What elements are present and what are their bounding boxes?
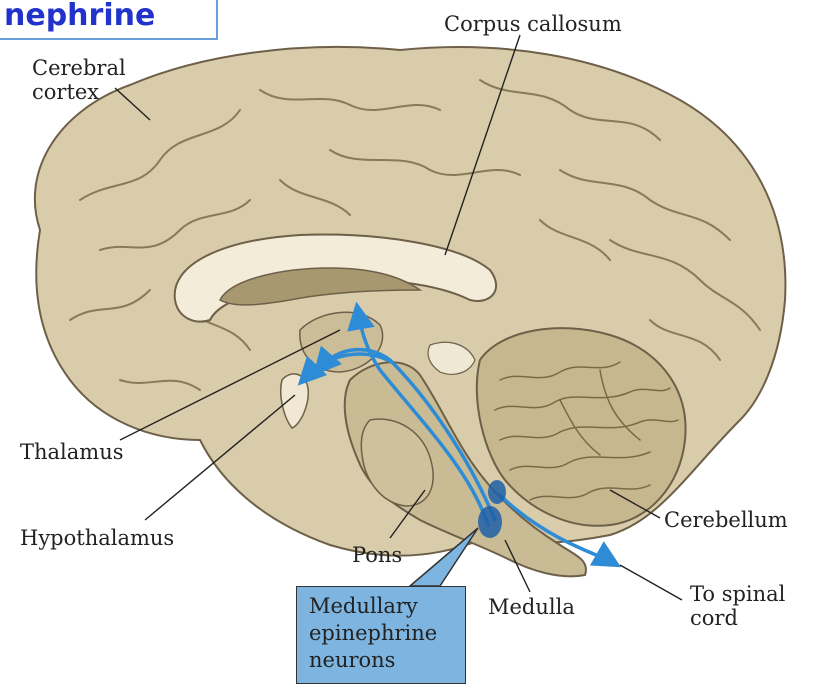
- title-fragment: nephrine: [0, 0, 218, 40]
- label-hypothalamus: Hypothalamus: [20, 526, 174, 550]
- label-to-spinal-cord-line2: cord: [690, 606, 785, 630]
- callout-line1: Medullary: [309, 593, 465, 620]
- title-fragment-text: nephrine: [4, 0, 155, 33]
- callout-line2: epinephrine: [309, 620, 465, 647]
- callout-medullary-neurons: Medullary epinephrine neurons: [296, 586, 466, 684]
- label-to-spinal-cord: To spinal cord: [690, 582, 785, 630]
- label-cerebral-cortex-line2: cortex: [32, 80, 126, 104]
- label-medulla: Medulla: [488, 595, 575, 619]
- label-corpus-callosum: Corpus callosum: [444, 12, 622, 36]
- label-cerebellum: Cerebellum: [664, 508, 788, 532]
- label-cerebral-cortex: Cerebral cortex: [32, 56, 126, 104]
- callout-line3: neurons: [309, 647, 465, 674]
- label-cerebral-cortex-line1: Cerebral: [32, 56, 126, 80]
- label-pons: Pons: [352, 543, 402, 567]
- label-thalamus: Thalamus: [20, 440, 124, 464]
- leader-spinal-cord: [620, 565, 682, 600]
- label-to-spinal-cord-line1: To spinal: [690, 582, 785, 606]
